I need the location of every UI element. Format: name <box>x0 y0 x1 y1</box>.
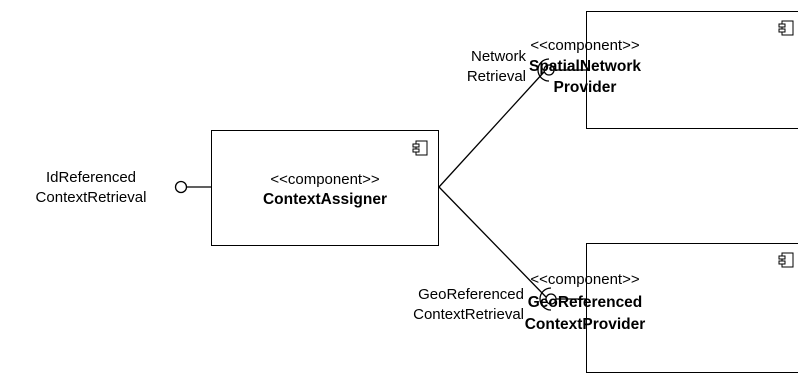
diagram-connectors <box>174 58 586 311</box>
id-referenced-label-line1: IdReferenced <box>45 169 137 186</box>
georeferenced-retrieval-interface-label: GeoReferenced ContextRetrieval <box>360 285 524 325</box>
context-assigner-name: ContextAssigner <box>262 191 388 208</box>
network-retrieval-socket <box>537 58 550 82</box>
georeferenced-context-provider-stereotype: <<component>> <box>530 271 640 288</box>
georeferenced-context-provider-name-line2: ContextProvider <box>524 316 646 333</box>
id-referenced-interface-label: IdReferenced ContextRetrieval <box>20 168 162 208</box>
component-icon <box>412 140 428 156</box>
georeferenced-retrieval-label-line1: GeoReferenced <box>418 286 524 303</box>
component-icon <box>778 252 794 268</box>
id-referenced-lollipop <box>174 180 188 194</box>
network-retrieval-label-line2: Retrieval <box>466 68 526 85</box>
id-referenced-label-line2: ContextRetrieval <box>35 189 147 206</box>
spatial-network-provider-name-line1: SpatialNetwork <box>529 58 641 75</box>
context-assigner-component[interactable]: <<component>> ContextAssigner <box>211 130 439 246</box>
component-icon <box>778 20 794 36</box>
georeferenced-context-provider-component[interactable]: <<component>> GeoReferenced ContextProvi… <box>525 243 798 373</box>
georeferenced-retrieval-socket <box>539 287 552 311</box>
spatial-network-provider-stereotype: <<component>> <box>530 37 640 54</box>
georeferenced-retrieval-connector <box>438 186 547 298</box>
network-retrieval-label-line1: Network <box>470 48 526 65</box>
network-retrieval-interface-label: Network Retrieval <box>430 47 526 87</box>
network-retrieval-connector <box>438 71 545 188</box>
spatial-network-provider-component[interactable]: <<component>> SpatialNetwork Provider <box>529 11 798 129</box>
spatial-network-provider-name-line2: Provider <box>553 79 617 96</box>
context-assigner-stereotype: <<component>> <box>270 171 380 188</box>
component-diagram: <<component>> ContextAssigner <<componen… <box>20 11 798 373</box>
georeferenced-context-provider-name-line1: GeoReferenced <box>527 294 643 311</box>
georeferenced-retrieval-label-line2: ContextRetrieval <box>413 306 524 323</box>
